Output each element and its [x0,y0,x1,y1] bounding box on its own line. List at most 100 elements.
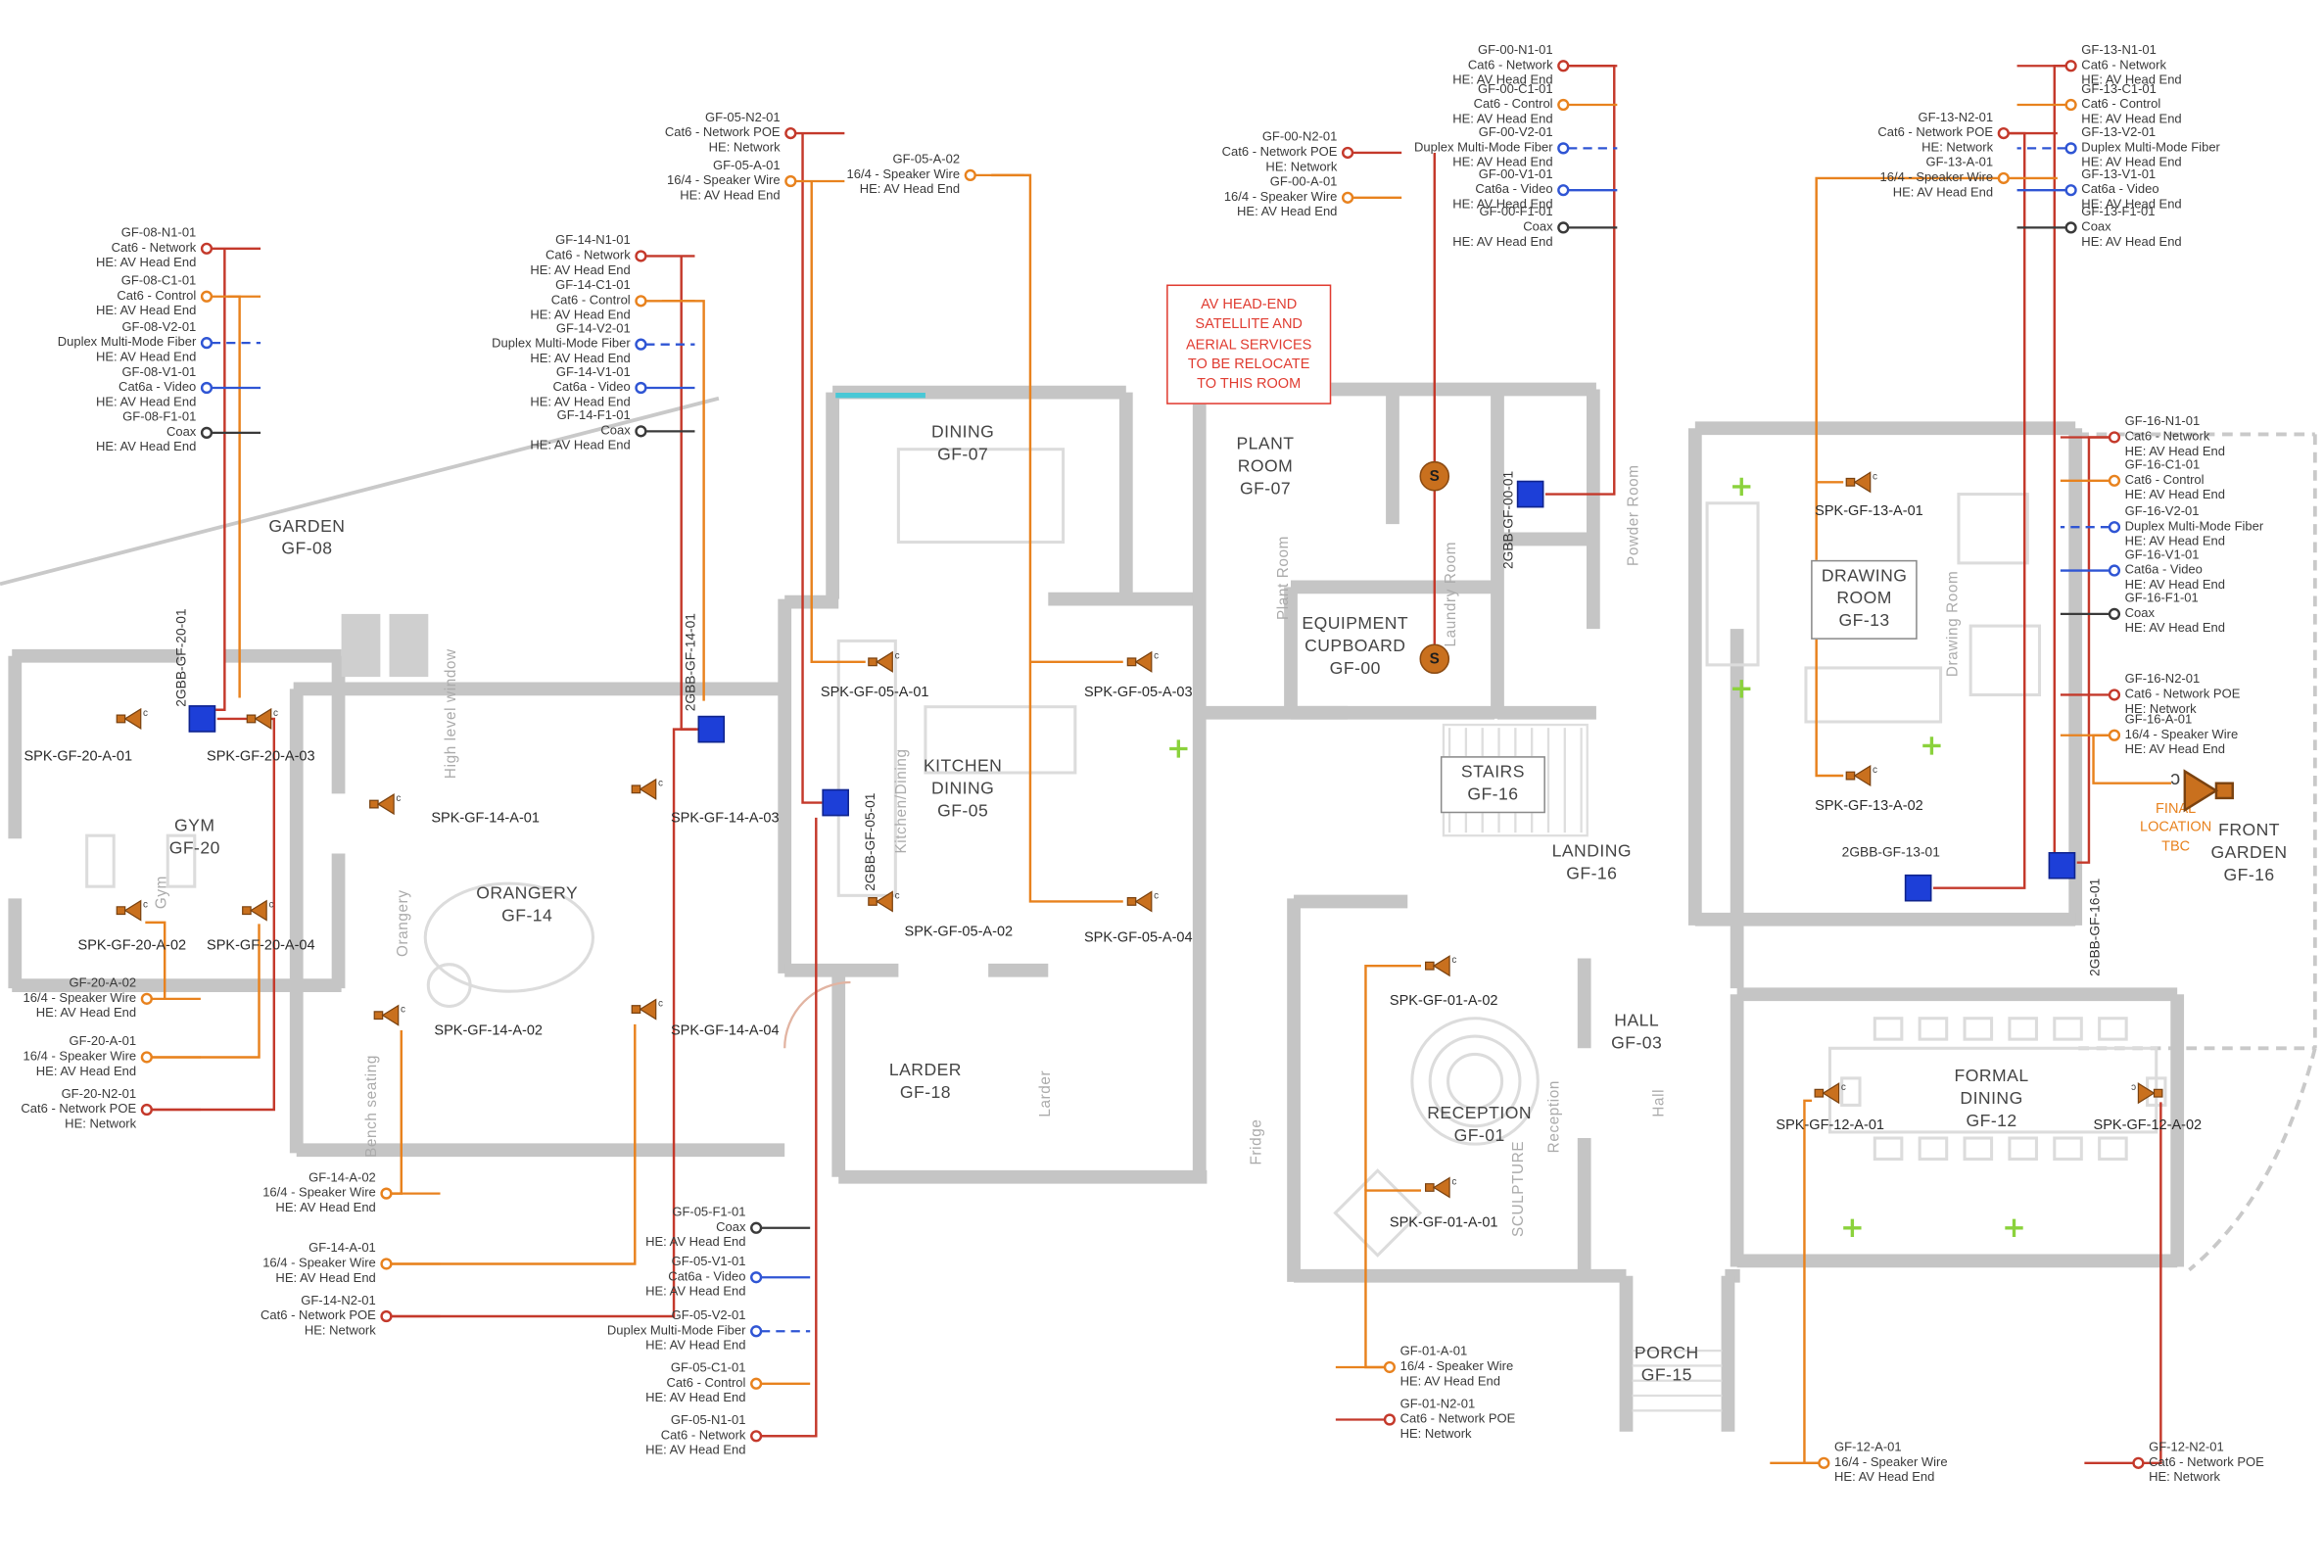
cable-callout: GF-05-C1-01 Cat6 - Control HE: AV Head E… [645,1359,745,1405]
room-label: KITCHEN DINING GF-05 [923,757,1003,821]
svg-text:c: c [143,708,148,719]
cable-callout: GF-13-V2-01 Duplex Multi-Mode Fiber HE: … [2081,124,2220,170]
speaker-label: SPK-GF-14-A-02 [434,1022,543,1040]
speaker-icon: c [2128,1079,2164,1107]
speaker-icon: c [2163,764,2235,818]
junction-box-label: 2GBB-GF-13-01 [1841,844,1940,860]
svg-text:c: c [2131,1082,2136,1093]
cable-callout: GF-05-A-02 16/4 - Speaker Wire HE: AV He… [847,151,961,197]
callout-cable-type: Cat6 - Network [111,239,197,256]
callout-id: GF-20-A-01 [69,1033,137,1049]
callout-id: GF-05-C1-01 [670,1359,746,1375]
callout-cable-type: Cat6a - Video [119,379,197,395]
connector-dot [1557,221,1570,234]
callout-id: GF-13-C1-01 [2081,80,2157,96]
svg-text:c: c [1154,651,1159,662]
junction-box [697,715,726,743]
callout-headend: HE: AV Head End [645,1390,746,1405]
room-label: PLANT ROOM GF-07 [1236,435,1295,499]
callout-cable-type: Duplex Multi-Mode Fiber [2081,139,2220,155]
speaker-label: SPK-GF-20-A-04 [207,937,315,954]
callout-headend: HE: Network [1265,159,1338,174]
rotated-room-text: Fridge [1249,1118,1266,1165]
speaker-label: SPK-GF-01-A-02 [1389,992,1498,1010]
callout-headend: HE: AV Head End [1452,71,1553,88]
callout-id: GF-14-A-01 [308,1240,376,1256]
callout-headend: HE: AV Head End [35,1005,137,1021]
room-label: PORCH GF-15 [1634,1345,1699,1386]
connector-dot [2132,1456,2145,1469]
wire-stubs-layer [140,60,2145,1469]
callout-id: GF-13-N2-01 [1918,109,1994,124]
callout-headend: HE: Network [2124,701,2197,717]
cable-callout: GF-01-N2-01 Cat6 - Network POE HE: Netwo… [1400,1396,1516,1442]
cable-callout: GF-14-V1-01 Cat6a - Video HE: AV Head En… [530,364,630,410]
connector-dot [2108,564,2121,577]
svg-text:c: c [268,900,273,911]
callout-cable-type: Cat6 - Network [545,247,631,262]
callout-headend: HE: AV Head End [1452,234,1553,250]
room-label: STAIRS GF-16 [1440,756,1545,814]
callout-cable-type: Cat6 - Network POE [261,1307,376,1323]
callout-cable-type: Cat6a - Video [552,379,631,395]
room-label: HALL GF-03 [1611,1012,1663,1053]
callout-cable-type: Coax [600,422,631,438]
cable-callout: GF-00-N2-01 Cat6 - Network POE HE: Netwo… [1222,128,1338,174]
connector-dot [1557,142,1570,155]
connector-dot [2108,474,2121,487]
svg-text:c: c [2170,768,2180,789]
cable-callout: GF-08-V1-01 Cat6a - Video HE: AV Head En… [96,364,196,410]
satellite-symbol: S [1419,460,1450,492]
callout-cable-type: Cat6a - Video [668,1268,746,1284]
rotated-room-text: Hall [1651,1088,1669,1117]
svg-text:c: c [143,900,148,911]
callout-id: GF-05-A-01 [712,157,781,172]
speaker-label: SPK-GF-20-A-02 [77,937,187,954]
rotated-room-text: Gym [154,875,171,910]
speaker-icon: c [246,705,282,733]
callout-headend: HE: AV Head End [2124,487,2225,502]
callout-id: GF-00-N1-01 [1478,41,1553,58]
callout-headend: HE: AV Head End [859,181,961,197]
callout-id: GF-16-A-01 [2124,711,2193,727]
room-label: LANDING GF-16 [1551,842,1633,884]
speaker-icon: c [1814,1079,1850,1107]
connector-dot [750,1430,763,1443]
callout-headend: HE: AV Head End [2124,533,2225,549]
callout-headend: HE: Network [708,139,781,156]
speaker-label: SPK-GF-14-A-01 [431,810,540,828]
connector-dot [635,381,647,395]
callout-headend: HE: AV Head End [95,439,197,454]
callout-id: GF-05-F1-01 [672,1204,746,1219]
cable-callout: GF-14-N1-01 Cat6 - Network HE: AV Head E… [530,232,630,278]
callout-cable-type: Cat6a - Video [2081,181,2159,197]
room-label: GYM GF-20 [168,817,220,859]
speaker-label: SPK-GF-12-A-02 [2093,1117,2203,1134]
rotated-room-text: Plant Room [1275,535,1293,621]
speaker-icon: c [241,897,277,925]
callout-cable-type: Coax [166,423,197,440]
connector-dot [750,1221,763,1234]
junction-box-label: 2GBB-GF-20-01 [173,608,189,707]
callout-headend: HE: AV Head End [275,1200,376,1215]
junction-box [188,705,216,733]
connector-dot [1383,1413,1397,1426]
callout-headend: HE: AV Head End [95,255,197,270]
junction-box [1516,480,1544,508]
callout-cable-type: Cat6 - Network POE [1221,144,1338,160]
callout-cable-type: Cat6 - Control [666,1374,746,1391]
callout-headend: HE: AV Head End [1237,204,1338,219]
svg-text:c: c [895,651,900,662]
stairs [1442,723,1723,1412]
svg-text:c: c [658,779,663,789]
callout-headend: HE: AV Head End [2081,196,2182,213]
room-label: ORANGERY GF-14 [476,884,579,926]
callout-headend: HE: AV Head End [35,1064,137,1079]
callout-headend: HE: AV Head End [645,1337,746,1354]
speaker-label: SPK-GF-20-A-01 [24,748,133,766]
callout-cable-type: Cat6 - Network POE [664,124,781,140]
speaker-icon: c [368,790,404,818]
cable-callout: GF-14-N2-01 Cat6 - Network POE HE: Netwo… [261,1293,376,1339]
callout-cable-type: Cat6 - Network [2081,57,2166,72]
connector-dot [1997,171,2010,185]
